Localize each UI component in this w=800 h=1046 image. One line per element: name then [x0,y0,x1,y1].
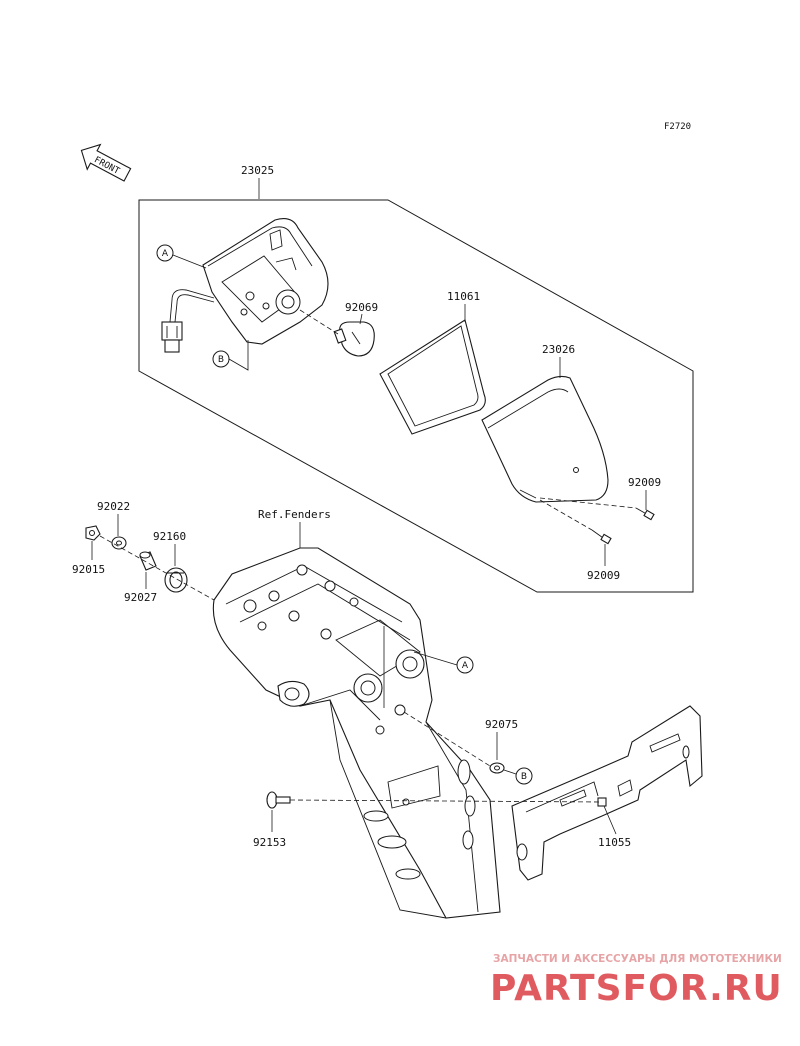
screw-92009-b [591,529,612,545]
nut-92015 [85,525,101,541]
lamp-wiring-connector [161,289,215,353]
callout-b-bottom-text: B [521,772,527,782]
callout-b-bottom [515,767,533,785]
part-label-92075[interactable]: 92075 [485,718,518,731]
bolt-92153 [266,791,291,809]
part-label-92015[interactable]: 92015 [72,563,105,576]
part-label-11055[interactable]: 11055 [598,836,631,849]
gasket-11061 [379,319,486,435]
lens-23026 [481,375,609,503]
tail-lamp-housing [202,218,329,345]
rear-fender-frame [212,547,501,919]
bulb-92069 [333,321,375,357]
part-label-92069[interactable]: 92069 [345,301,378,314]
watermark-logo: PARTSFOR.RU [490,968,783,1009]
callout-a-top-text: A [162,249,169,259]
watermark-caption: ЗАПЧАСТИ И АКСЕССУАРЫ ДЛЯ МОТОТЕХНИКИ [493,953,782,965]
part-label-92022[interactable]: 92022 [97,500,130,513]
part-label-92027[interactable]: 92027 [124,591,157,604]
front-arrow-icon: FRONT [80,143,132,182]
part-label-23026[interactable]: 23026 [542,343,575,356]
callout-a-bottom-text: A [462,661,469,671]
collar-92027 [139,551,157,571]
part-label-11061[interactable]: 11061 [447,290,480,303]
callout-b-top-text: B [218,355,224,365]
part-label-92009-a[interactable]: 92009 [628,476,661,489]
grommet-92160 [164,567,188,593]
part-label-92009-b[interactable]: 92009 [587,569,620,582]
ref-fenders-label: Ref.Fenders [258,508,331,521]
nut-92075 [489,762,505,774]
part-label-23025[interactable]: 23025 [241,164,274,177]
figure-code: F2720 [664,122,691,132]
kit-outline [138,199,694,593]
bracket-11055 [511,705,703,881]
part-label-92160[interactable]: 92160 [153,530,186,543]
part-label-92153[interactable]: 92153 [253,836,286,849]
callout-a-top [156,244,174,262]
screw-92009-a [635,507,655,521]
